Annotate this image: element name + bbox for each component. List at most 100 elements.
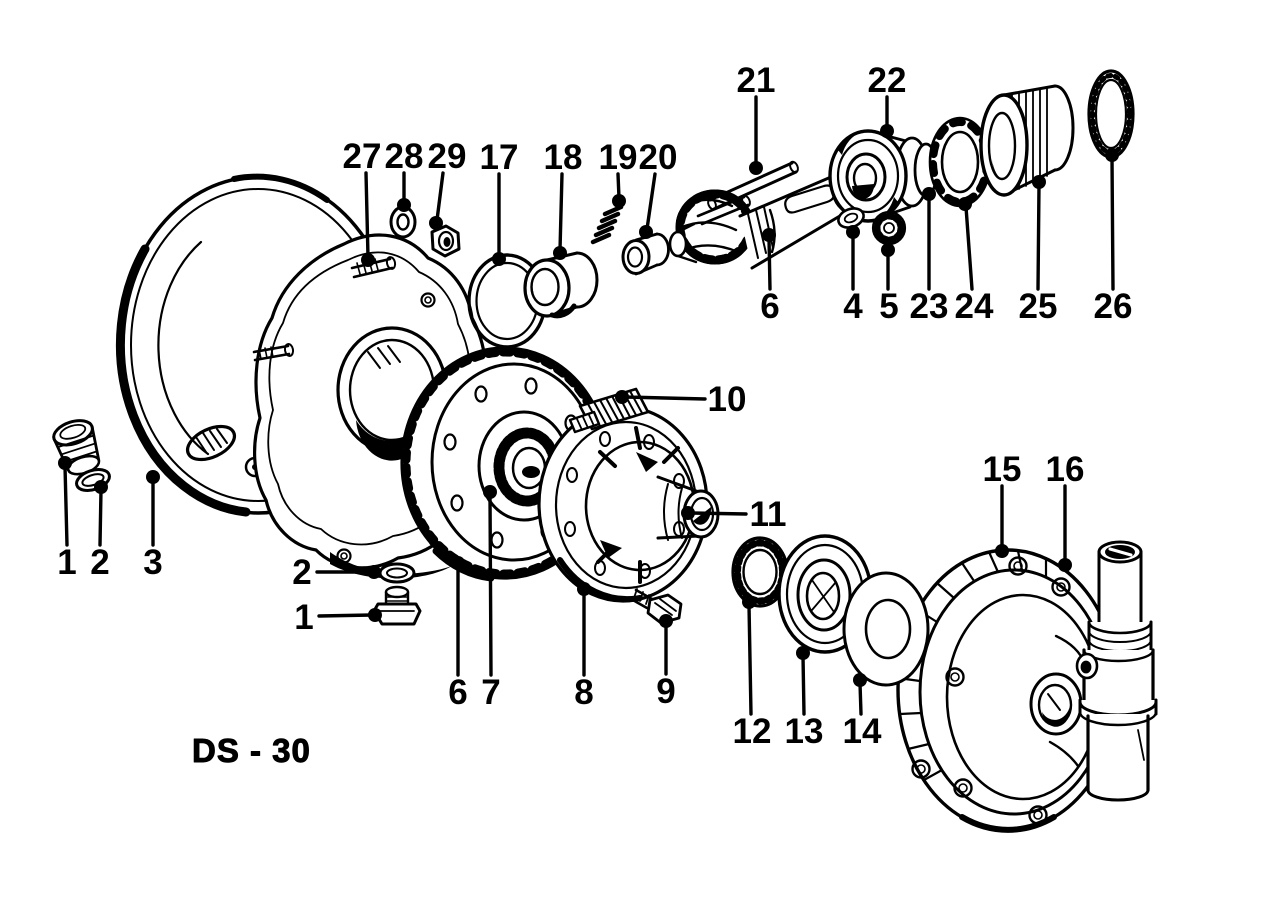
leader-dot	[146, 470, 160, 484]
part-number-label: 5	[879, 287, 898, 326]
part-number-label: 12	[733, 712, 772, 751]
part-number-label: 14	[843, 712, 882, 751]
drawing-code: DS - 30	[192, 732, 311, 769]
callout-13: 13	[785, 646, 824, 751]
leader-line	[1036, 183, 1041, 291]
callout-11: 11	[681, 495, 787, 534]
leader-dot	[1058, 558, 1072, 572]
callout-23: 23	[910, 187, 949, 326]
part-number-label: 9	[656, 672, 675, 711]
callout-3: 3	[143, 470, 163, 582]
callout-28: 28	[385, 137, 423, 212]
part-nut-29	[430, 224, 461, 258]
callout-27: 27	[343, 137, 382, 267]
part-number-label: 24	[955, 287, 994, 326]
callout-15: 15	[983, 450, 1022, 558]
callout-6: 6	[448, 556, 468, 712]
callout-7: 7	[481, 485, 501, 712]
callout-2: 2	[292, 553, 381, 592]
leader-dot	[881, 243, 895, 257]
leader-line	[488, 493, 493, 677]
part-spacer-12	[731, 536, 789, 608]
leader-line	[98, 488, 103, 547]
leader-dot	[762, 228, 776, 242]
callout-18: 18	[544, 138, 583, 260]
leader-dot	[615, 390, 629, 404]
part-shim-14	[842, 571, 930, 687]
part-ring-nut-25	[979, 84, 1075, 197]
leader-line	[689, 511, 748, 516]
callout-24: 24	[955, 197, 994, 326]
leader-dot	[361, 253, 375, 267]
callout-2: 2	[90, 480, 110, 582]
part-number-label: 13	[785, 712, 824, 751]
leader-dot	[659, 614, 673, 628]
leader-line	[767, 236, 772, 291]
callout-22: 22	[868, 61, 907, 138]
callout-1: 1	[57, 456, 77, 582]
leader-dot	[483, 485, 497, 499]
part-bush-18	[523, 251, 599, 319]
callout-4: 4	[843, 225, 863, 326]
leader-dot	[429, 216, 443, 230]
callout-21: 21	[737, 61, 775, 175]
part-number-label: 2	[90, 543, 109, 582]
part-number-label: 26	[1094, 287, 1133, 326]
part-number-label: 18	[544, 138, 583, 177]
part-number-label: 7	[481, 673, 500, 712]
part-number-label: 10	[708, 380, 747, 419]
leader-dot	[612, 194, 626, 208]
part-cover-16	[911, 556, 1110, 833]
leader-line	[1110, 156, 1115, 291]
leader-line	[435, 171, 445, 222]
leader-dot	[1105, 148, 1119, 162]
leader-line	[623, 395, 707, 401]
leader-line	[63, 464, 69, 547]
callout-12: 12	[733, 595, 772, 751]
callout-1: 1	[294, 598, 382, 637]
callout-19: 19	[599, 138, 638, 208]
part-number-label: 6	[448, 673, 467, 712]
part-bearing-22	[828, 129, 939, 223]
part-number-label: 23	[910, 287, 949, 326]
leader-dot	[922, 187, 936, 201]
leader-line	[858, 681, 863, 716]
callout-10: 10	[615, 380, 746, 419]
callout-5: 5	[879, 243, 899, 326]
part-number-label: 17	[480, 138, 519, 177]
part-number-label: 27	[343, 137, 382, 176]
part-number-label: 11	[750, 495, 787, 534]
leader-dot	[367, 565, 381, 579]
part-lock-washer-24	[928, 116, 992, 208]
leader-line	[616, 172, 621, 200]
part-gear-5	[871, 210, 907, 246]
callout-17: 17	[480, 138, 519, 266]
leader-dot	[742, 595, 756, 609]
leader-dot	[451, 556, 465, 570]
leader-dot	[681, 506, 695, 520]
leader-dot	[639, 225, 653, 239]
leader-dot	[995, 544, 1009, 558]
part-number-label: 8	[574, 673, 593, 712]
part-number-label: 19	[599, 138, 638, 177]
part-washer-mid	[378, 562, 416, 584]
part-number-label: 1	[57, 543, 76, 582]
callout-6: 6	[760, 228, 780, 326]
part-number-label: 22	[868, 61, 907, 100]
part-bolt-9	[629, 588, 683, 625]
artwork-layer: DS - 30 27282917181920212264523242526123…	[52, 61, 1158, 833]
leader-dot	[94, 480, 108, 494]
part-number-label: 15	[983, 450, 1022, 489]
part-diff-hub	[537, 405, 720, 603]
leader-dot	[880, 124, 894, 138]
leader-dot	[958, 197, 972, 211]
leader-dot	[58, 456, 72, 470]
leader-line	[645, 172, 657, 231]
part-number-label: 3	[143, 543, 162, 582]
callout-29: 29	[428, 137, 466, 230]
part-number-label: 6	[760, 287, 779, 326]
leader-dot	[846, 225, 860, 239]
part-number-label: 20	[639, 138, 678, 177]
